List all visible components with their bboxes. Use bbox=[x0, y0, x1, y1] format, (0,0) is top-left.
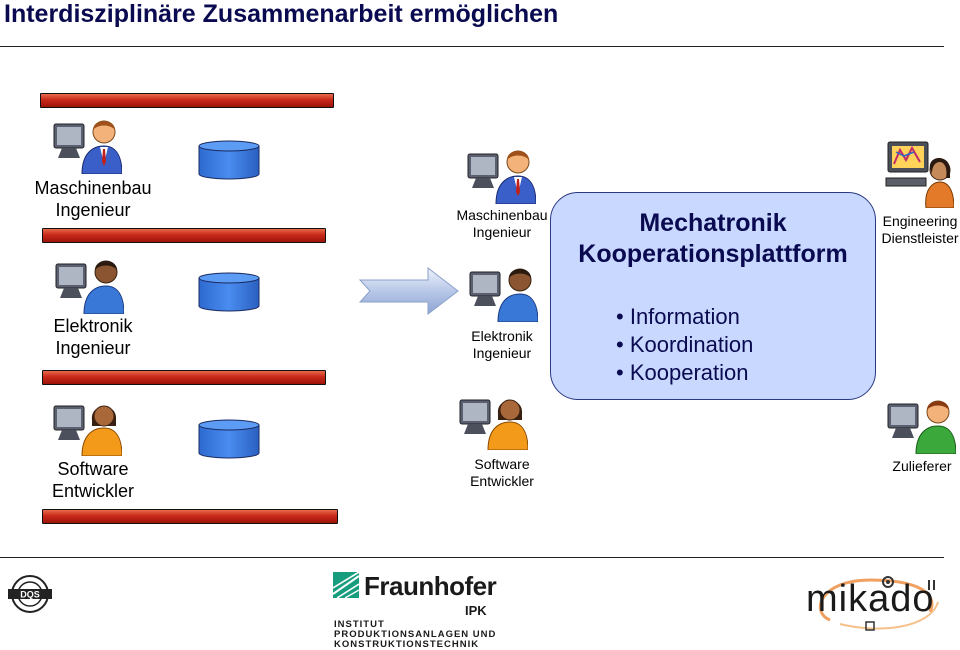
mechanical-engineer-icon bbox=[466, 140, 536, 204]
supplier-icon bbox=[886, 390, 956, 454]
bullet-item: Kooperation bbox=[616, 359, 753, 387]
dqs-text: DQS bbox=[20, 590, 40, 600]
bullet-item: Information bbox=[616, 303, 753, 331]
platform-bullet-list: Information Koordination Kooperation bbox=[616, 303, 754, 387]
left-bar-1 bbox=[40, 93, 334, 108]
database-icon bbox=[198, 419, 260, 459]
supplier-label: Zulieferer bbox=[892, 458, 952, 474]
mikado-name: mikado bbox=[806, 578, 935, 620]
bullet-item: Koordination bbox=[616, 331, 754, 359]
institute-line-3: KONSTRUKTIONSTECHNIK bbox=[334, 639, 480, 650]
left-bar-2 bbox=[42, 228, 326, 243]
engineering-service-provider-icon bbox=[885, 141, 954, 208]
left-bar-3 bbox=[42, 370, 326, 385]
title-divider bbox=[0, 46, 944, 47]
page-title: Interdisziplinäre Zusammenarbeit ermögli… bbox=[4, 0, 559, 28]
institute-line-1: INSTITUT bbox=[334, 619, 385, 630]
institute-line-2: PRODUKTIONSANLAGEN UND bbox=[334, 629, 497, 640]
dqs-certificate-logo: DQS bbox=[8, 575, 52, 613]
ipk-label: IPK bbox=[465, 603, 487, 618]
electronics-engineer-icon bbox=[54, 250, 124, 314]
left-bar-4 bbox=[42, 509, 338, 524]
mikado-logo-swirl-icon bbox=[819, 576, 939, 631]
electronics-engineer-icon bbox=[468, 258, 538, 322]
transition-arrow-icon bbox=[358, 266, 459, 316]
fraunhofer-logo-icon bbox=[333, 572, 359, 598]
software-developer-icon bbox=[458, 386, 528, 450]
mechanical-engineer-icon bbox=[52, 110, 122, 174]
database-icon bbox=[198, 140, 260, 180]
database-icon bbox=[198, 272, 260, 312]
footer-divider bbox=[0, 557, 944, 558]
fraunhofer-name: Fraunhofer bbox=[364, 571, 497, 601]
software-developer-icon bbox=[52, 392, 122, 456]
